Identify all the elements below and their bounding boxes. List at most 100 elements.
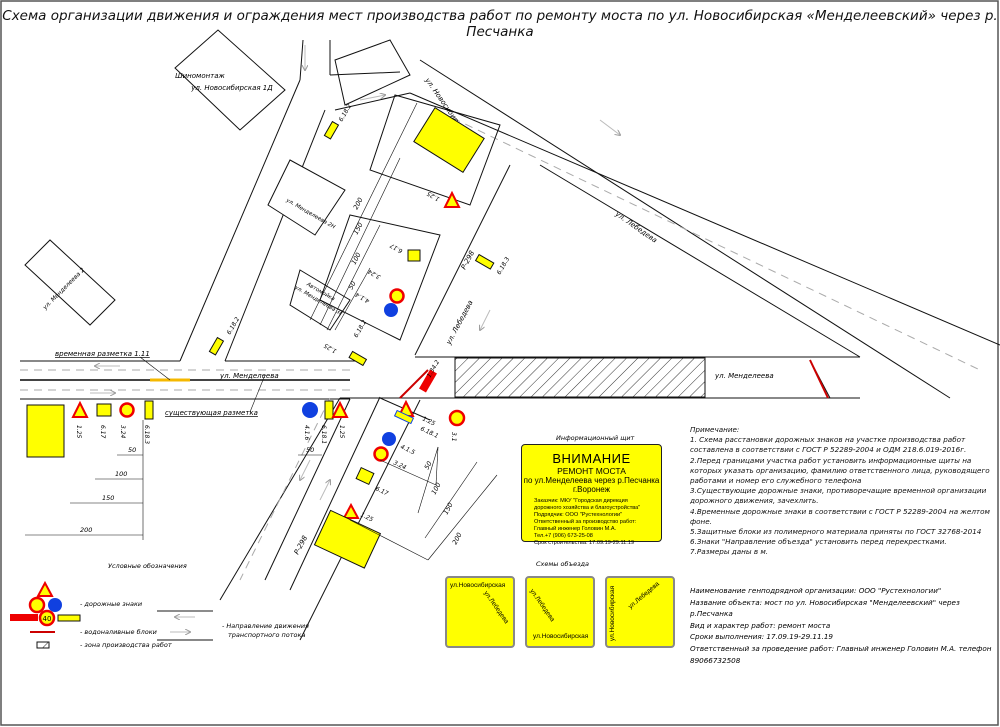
sign-code: 4.1.6 (303, 425, 310, 440)
note-item: 5.Защитные блоки из полимерного материал… (690, 527, 982, 537)
project-info-line: Название объекта: мост по ул. Новосибирс… (690, 597, 960, 619)
project-info-line: Вид и характер работ: ремонт моста (690, 620, 831, 630)
legend-water-blocks: - водоналивные блоки (80, 628, 157, 636)
sign-code: 6.17 (374, 485, 389, 497)
dimension-label: 200 (451, 531, 464, 546)
dimension-lines-left (25, 420, 322, 540)
dimension-label: 50 (128, 446, 136, 454)
roadwork-sign (331, 400, 349, 418)
detour-street: ул.Новосибирская (533, 633, 589, 640)
info-board-caption: Информационный щит (556, 434, 635, 442)
note-item: 6.Знаки "Направление объезда" установить… (690, 537, 947, 547)
sign-code: 6.17 (99, 425, 106, 439)
detour-sign (323, 120, 340, 140)
note-item: 4.Временные дорожные знаки в соответстви… (690, 506, 990, 526)
sign-code: 6.18.3 (496, 256, 512, 276)
dimension-label: 50 (423, 460, 434, 471)
work-zone-hatch (454, 357, 706, 398)
detour-sign (324, 400, 334, 420)
dimension-label: 200 (80, 526, 92, 534)
sign-code: 3.1 (450, 432, 457, 442)
legend-work-zone-label: - зона производства работ (80, 641, 172, 649)
detour-scheme-3: ул.Новосибирская ул.Лебедева (605, 576, 675, 648)
project-info-line: Ответственный за проведение работ: Главн… (690, 643, 992, 665)
info-board-detail: дорожного хозяйства и благоустройства" (534, 505, 641, 511)
note-item: 1. Схема расстановки дорожных знаков на … (690, 435, 967, 455)
dimension-label: 150 (442, 501, 455, 516)
info-board-detail: Заказчик: МКУ "Городская дирекция (534, 498, 628, 504)
dimension-label: 50 (306, 446, 314, 454)
notes-heading: Примечание: (690, 425, 740, 434)
legend-traffic-direction: - Направление движения (222, 622, 309, 630)
legend-chevron-sign (10, 614, 38, 621)
street-label: ул. Лебедева (613, 210, 658, 245)
info-board-line: по ул.Менделеева через р.Песчанка (523, 476, 660, 485)
notes: Примечание: 1. Схема расстановки дорожны… (690, 425, 990, 558)
note-item: 7.Размеры даны в м. (690, 547, 769, 557)
dimension-label: 50 (347, 280, 358, 291)
dimension-label: 150 (102, 494, 114, 502)
sign-code: 3.24 (119, 425, 126, 439)
legend-work-zone (36, 641, 50, 649)
sign-code: 4.1.5 (399, 443, 416, 456)
dimension-label: 100 (115, 470, 127, 478)
legend-speed-value: 40 (43, 615, 52, 623)
sign-code: 6.17 (389, 241, 404, 254)
building-label: Шиномонтаж (175, 72, 225, 80)
detour-scheme-2: ул.Лебедева ул.Новосибирская (525, 576, 595, 648)
speed-limit-sign (373, 446, 389, 462)
traffic-arrows (90, 45, 620, 501)
info-board-small (313, 509, 382, 569)
sign-code: 6.18.2 (338, 103, 354, 123)
info-board: ВНИМАНИЕ РЕМОНТ МОСТА по ул.Менделеева ч… (521, 444, 662, 546)
dimension-label: 200 (352, 196, 365, 211)
info-board-line: г.Воронеж (573, 485, 610, 494)
legend-roadwork-sign (36, 580, 54, 597)
street-label: ул. Менделеева (714, 372, 774, 380)
sign-code: 1.25 (323, 341, 338, 354)
legend-no-entry-sign (28, 596, 46, 614)
info-board-detail: Тел.+7 (906) 673-25-08 (534, 533, 593, 539)
detour-street: ул.Лебедева (482, 589, 510, 626)
dimension-lines-right (349, 446, 498, 561)
dimension-lines-top (309, 102, 418, 331)
legend-traffic-direction: транспортного потока (228, 631, 306, 639)
note-item: 3.Существующие дорожные знаки, противоре… (690, 486, 987, 506)
detour-street: ул.Новосибирская (450, 582, 506, 589)
sign-code: 6.18.2 (353, 319, 369, 339)
legend-caption: Условные обозначения (108, 562, 187, 570)
drawing-title: Схема организации движения и ограждения … (2, 8, 998, 40)
info-board-small (26, 404, 65, 458)
buildings (24, 29, 501, 341)
street-label: ул. Менделеева (219, 372, 279, 380)
water-block-barrier (809, 359, 829, 399)
no-entry-sign (448, 409, 466, 427)
info-board-line: РЕМОНТ МОСТА (557, 466, 626, 476)
detour-sign (144, 400, 154, 420)
speed-limit-sign (389, 288, 405, 304)
sign-code: 1.25 (338, 425, 345, 439)
legend-direction-sign (48, 598, 62, 612)
roadwork-sign (342, 502, 360, 519)
detour-scheme-1: ул.Новосибирская ул.Лебедева (445, 576, 515, 648)
narrowing-sign (355, 466, 375, 486)
project-info-line: Сроки выполнения: 17.09.19-29.11.19 (690, 632, 834, 642)
building-label: ул. Новосибирская 1Д (190, 84, 273, 92)
sign-code: 1.25 (426, 189, 441, 202)
sign-code: 1.25 (359, 511, 374, 523)
legend-speed-sign (38, 609, 56, 627)
sign-code: 3.24 (392, 459, 407, 471)
detour-sign (208, 336, 225, 356)
narrowing-sign (407, 249, 421, 262)
info-board-detail: Главный инженер Головин М.А. (534, 526, 617, 532)
project-info-line: Наименование генподрядной организации: О… (690, 586, 942, 595)
info-board-detail: Срок строительства: 17.09.19-29.11.19 (534, 540, 635, 546)
dimension-label: 150 (352, 221, 365, 236)
road-outlines (20, 39, 1000, 641)
sign-code: 4.1.4 (354, 291, 371, 305)
water-block-barrier (399, 369, 429, 399)
temp-marking-callout: временная разметка 1.11 (55, 350, 150, 358)
info-board-small (413, 106, 485, 174)
detour-sign (393, 409, 415, 425)
